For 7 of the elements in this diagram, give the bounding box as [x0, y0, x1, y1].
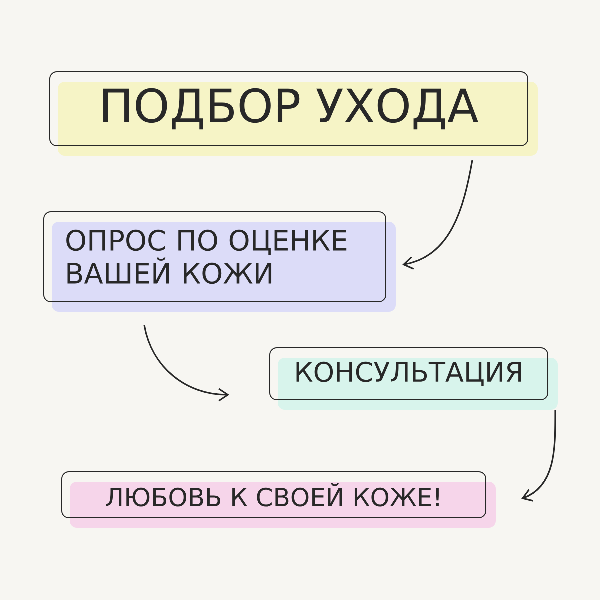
arrow [144, 325, 230, 402]
label-box: ПОДБОР УХОДА [50, 72, 538, 156]
arrow [402, 160, 474, 270]
arrow [522, 410, 556, 502]
label-box: КОНСУЛЬТАЦИЯ [270, 348, 558, 410]
label-box: ОПРОС ПО ОЦЕНКЕ ВАШЕЙ КОЖИ [44, 212, 396, 312]
label-box: ЛЮБОВЬ К СВОЕЙ КОЖЕ! [62, 472, 496, 528]
